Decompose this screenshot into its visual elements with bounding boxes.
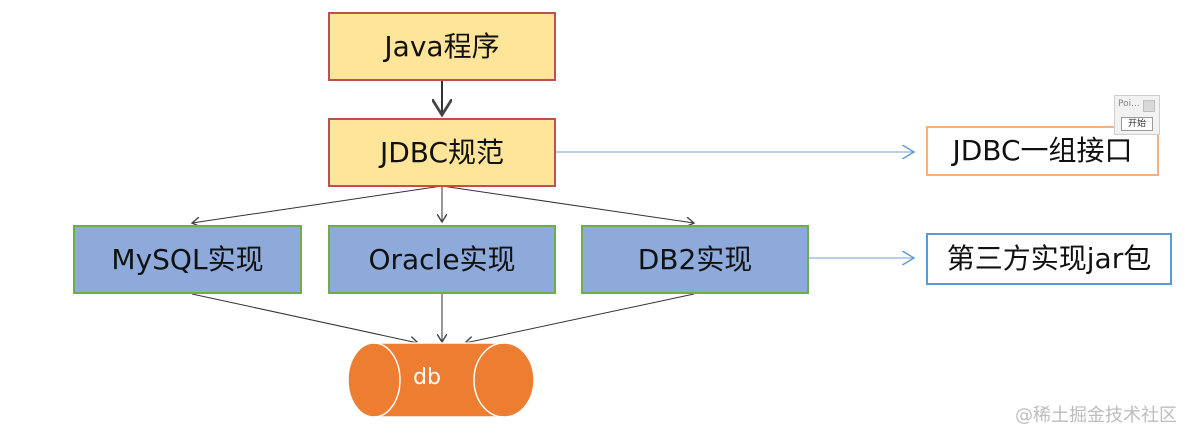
mini-widget: Poi... 开始 (1114, 95, 1160, 135)
database-label: db (413, 365, 441, 390)
mysql-impl-label: MySQL实现 (111, 242, 264, 276)
db2-impl-node: DB2实现 (581, 225, 809, 294)
arrow-jdbc-to-db2 (441, 185, 694, 223)
start-button[interactable]: 开始 (1121, 117, 1153, 131)
arrow-db2-to-db (465, 293, 695, 343)
window-control-icon[interactable] (1143, 100, 1155, 112)
arrow-jdbc-to-mysql (192, 185, 443, 223)
jdbc-interfaces-note-label: JDBC一组接口 (952, 134, 1133, 167)
third-party-jar-note: 第三方实现jar包 (926, 233, 1172, 285)
java-program-node: Java程序 (328, 12, 556, 81)
database-cylinder-icon (347, 342, 535, 418)
jdbc-spec-label: JDBC规范 (379, 135, 505, 169)
jdbc-spec-node: JDBC规范 (328, 118, 556, 187)
db2-impl-label: DB2实现 (637, 242, 753, 276)
arrow-mysql-to-db (191, 293, 418, 343)
oracle-impl-label: Oracle实现 (368, 242, 516, 276)
mysql-impl-node: MySQL实现 (73, 225, 302, 294)
mini-widget-title: Poi... (1118, 99, 1140, 109)
third-party-jar-note-label: 第三方实现jar包 (946, 242, 1152, 275)
java-program-label: Java程序 (384, 29, 500, 63)
oracle-impl-node: Oracle实现 (328, 225, 556, 294)
watermark: @稀土掘金技术社区 (1015, 405, 1177, 426)
